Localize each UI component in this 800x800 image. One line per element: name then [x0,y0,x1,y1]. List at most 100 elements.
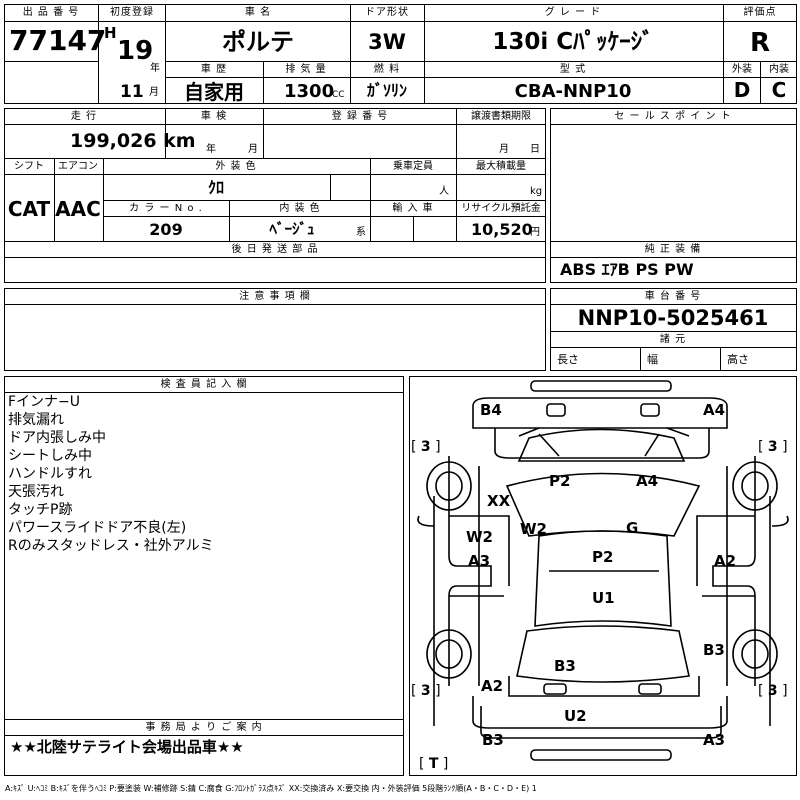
chassis-table [550,288,797,371]
interior-color-label: 内 装 色 [279,203,321,214]
tire-rear-left: [ 3 ] [411,683,441,699]
color-number-label: カ ラ ー N o . [129,203,203,214]
tire-front-right: [ 3 ] [758,439,788,455]
mark-roof-center: U1 [592,589,615,607]
aircon: AAC [55,197,101,221]
spare-tire: [ T ] [419,756,449,772]
lot-number-label: 出 品 番 号 [22,7,80,18]
exterior-color: ｸﾛ [207,178,225,197]
interior-grade-label: 内装 [769,64,789,75]
mark-rear-bumper-left: B3 [482,731,504,749]
mileage: 199,026 km [70,130,196,152]
sales-point-table [550,108,797,283]
shift: CAT [7,197,51,221]
mark-front-left: B4 [480,401,502,419]
score-label: 評価点 [743,7,777,18]
tire-front-left: [ 3 ] [411,439,441,455]
color-number: 209 [149,220,183,239]
tire-front-left-value: 3 [420,439,431,455]
mark-rear-right: B3 [703,641,725,659]
mark-rear-left: A2 [481,677,504,695]
tire-rear-right-value: 3 [767,683,778,699]
tire-rear-left-value: 3 [420,683,431,699]
car-name-label: 車 名 [244,7,272,18]
interior-color: ﾍﾞｰｼﾞｭ [269,220,315,238]
mark-rear-left-quarter: B3 [554,657,576,675]
fuel-label: 燃 料 [373,64,401,75]
capacity-label: 乗車定員 [393,161,433,172]
mark-hood-right: A4 [636,472,659,490]
yen-unit: 円 [530,227,540,238]
registration-number-label: 登 録 番 号 [331,111,389,122]
tire-front-right-value: 3 [767,439,778,455]
mark-hood-left: P2 [549,472,571,490]
displacement-label: 排 気 量 [285,64,327,75]
exterior-color-label: 外 装 色 [215,161,257,172]
later-parts-label: 後 日 発 送 部 品 [231,244,319,255]
model-label: 型 式 [559,64,587,75]
score: R [749,28,771,58]
capacity-unit: 人 [439,186,449,197]
caution-table [4,288,546,371]
inspector-note: Rのみスタッドレス・社外アルミ [8,538,214,554]
inspector-panel [4,376,404,776]
cc-unit: CC [332,90,345,100]
lot-number: 77147 [9,24,107,57]
shift-label: シフト [14,161,44,172]
mark-door-front-right: A2 [714,552,737,570]
caution-label: 注 意 事 項 欄 [239,291,311,302]
inspection-label: 車 検 [200,111,228,122]
mark-rear-bumper-right: A3 [703,731,726,749]
registration-year: 19 [117,36,154,66]
exterior-grade: D [733,78,751,102]
mark-glass: G [626,519,639,537]
displacement: 1300 [284,81,335,102]
interior-color-unit: 系 [356,227,366,238]
aircon-label: エアコン [58,161,98,172]
inspector-note: タッチP跡 [8,502,73,518]
inspector-note: 天張汚れ [8,484,64,500]
history-label: 車 歴 [200,64,228,75]
sales-point-label: セ ー ル ス ポ イ ン ト [614,111,732,122]
recycle-fee: 10,520 [471,220,533,239]
import-car-label: 輸 入 車 [392,203,434,214]
width-label: 幅 [647,353,658,366]
chassis-number: NNP10-5025461 [577,306,769,330]
inspection-month-unit: 月 [248,144,258,155]
transfer-deadline-label: 譲渡書類期限 [471,111,531,122]
door-shape: 3W [368,30,406,54]
exterior-grade-label: 外装 [732,64,752,75]
vehicle-info-table [4,108,546,283]
max-load-label: 最大積載量 [476,161,526,172]
height-label: 高さ [727,353,749,366]
spec-label: 諸 元 [659,334,687,345]
mark-windshield: W2 [520,520,547,538]
office-notice: ★★北陸サテライト会場出品車★★ [10,738,244,756]
inspector-note: Fインナ−U [8,394,81,410]
grade: 130i Cﾊﾟｯｹｰｼﾞ [492,29,654,55]
fuel: ｶﾞｿﾘﾝ [366,81,408,100]
inspector-label: 検 査 員 記 入 欄 [160,379,248,390]
mark-front-right: A4 [703,401,726,419]
length-label: 長さ [557,353,579,366]
inspector-note: シートしみ中 [8,448,92,464]
history: 自家用 [184,80,244,104]
chassis-number-label: 車 台 番 号 [644,291,702,302]
year-unit: 年 [150,63,160,74]
interior-grade: C [771,78,787,102]
genuine-equipment: ABS ｴｱB PS PW [560,260,694,279]
tire-rear-right: [ 3 ] [758,683,788,699]
mark-fender-left: XX [487,492,511,510]
spare-tire-value: T [428,756,439,772]
mark-pillar-left: W2 [466,528,493,546]
legend: A:ｷｽﾞ U:ﾍｺﾐ B:ｷｽﾞを伴うﾍｺﾐ P:要塗装 W:補修跡 S:錆 … [5,784,537,793]
transfer-month-unit: 月 [499,144,509,155]
registration-month: 11 [120,82,144,102]
inspector-note: ハンドルすれ [8,466,92,482]
inspector-note: 排気漏れ [8,412,64,428]
max-load-unit: kg [530,186,543,197]
header-table [4,4,797,104]
mark-door-front-left: A3 [468,552,491,570]
first-registration-label: 初度登録 [110,7,154,18]
inspection-year-unit: 年 [206,144,216,155]
